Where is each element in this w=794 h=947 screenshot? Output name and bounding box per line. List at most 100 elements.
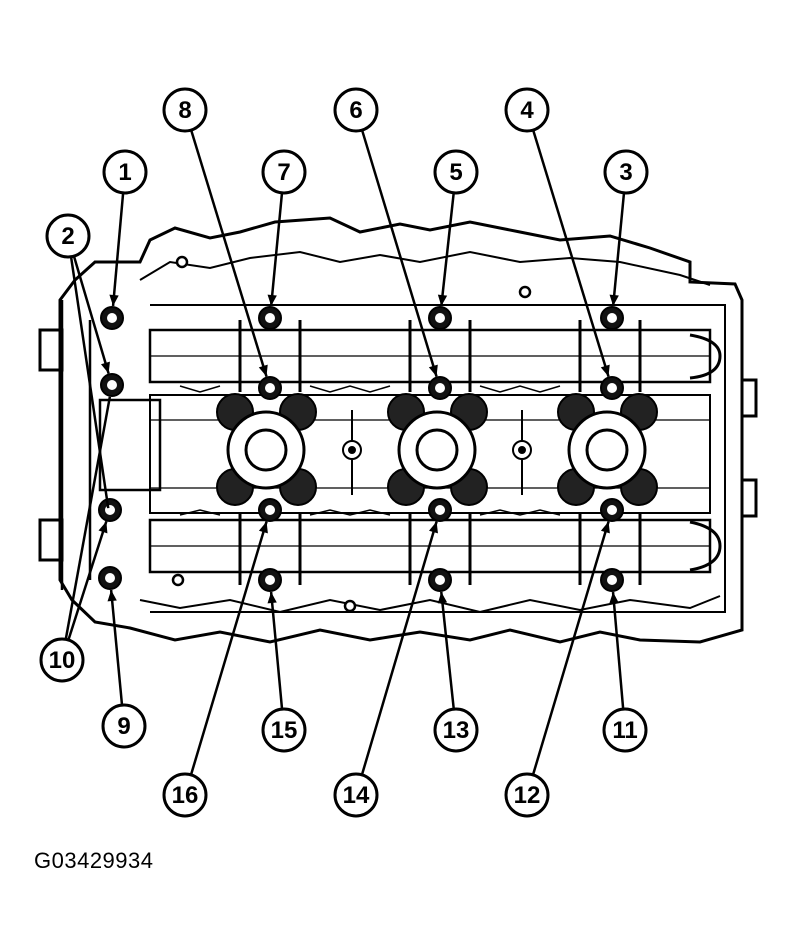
head-bolt-3 bbox=[600, 306, 624, 330]
leader-arrow-2 bbox=[100, 361, 110, 374]
leader-arrow-4 bbox=[600, 364, 610, 377]
callout-1: 1 bbox=[102, 149, 148, 195]
callout-number: 12 bbox=[514, 782, 541, 809]
figure-code: G03429934 bbox=[34, 848, 154, 873]
leader-line-10-b bbox=[64, 396, 112, 639]
leader-arrow-16 bbox=[258, 521, 268, 534]
leader-line-6 bbox=[361, 130, 438, 377]
leader-line-2 bbox=[73, 256, 110, 374]
callout-number: 1 bbox=[118, 159, 131, 186]
sprocket-housing bbox=[60, 300, 162, 590]
callout-number: 3 bbox=[619, 159, 632, 186]
callout-9: 9 bbox=[101, 703, 147, 749]
cluster-2 bbox=[387, 393, 488, 506]
callout-number: 11 bbox=[612, 717, 637, 744]
leader-arrow-10 bbox=[98, 521, 108, 534]
callout-4: 4 bbox=[504, 87, 550, 133]
cylinder-head bbox=[38, 216, 758, 644]
leader-arrow-14 bbox=[429, 521, 438, 534]
head-outline bbox=[58, 216, 744, 644]
callout-16: 16 bbox=[162, 772, 208, 818]
callout-number: 13 bbox=[443, 717, 470, 744]
leader-line-11 bbox=[611, 591, 625, 709]
leader-line-7 bbox=[269, 193, 284, 307]
callout-14: 14 bbox=[333, 772, 379, 818]
head-bolt-4 bbox=[600, 376, 624, 400]
callout-number: 16 bbox=[172, 782, 199, 809]
callout-number: 9 bbox=[117, 713, 130, 740]
leader-line-2-b bbox=[69, 257, 110, 509]
callout-12: 12 bbox=[504, 772, 550, 818]
head-bolt-16 bbox=[258, 498, 282, 522]
callout-5: 5 bbox=[433, 149, 479, 195]
callout-10: 10 bbox=[39, 637, 85, 683]
head-bolt-5 bbox=[428, 306, 452, 330]
head-bolt-11 bbox=[600, 568, 624, 592]
cluster-1 bbox=[216, 393, 317, 506]
callout-number: 10 bbox=[49, 647, 76, 674]
leader-arrow-13 bbox=[437, 591, 448, 604]
right-flange-top bbox=[740, 378, 758, 418]
head-bolt-14 bbox=[428, 498, 452, 522]
lower-casting-ridge bbox=[139, 595, 721, 614]
leader-line-10 bbox=[67, 521, 108, 640]
head-bolt-2 bbox=[100, 373, 124, 397]
right-flange-bottom bbox=[740, 478, 758, 518]
leader-line-15 bbox=[269, 591, 284, 709]
callout-6: 6 bbox=[333, 87, 379, 133]
callout-13: 13 bbox=[433, 707, 479, 753]
callout-number: 7 bbox=[277, 159, 290, 186]
head-bolt-9 bbox=[98, 566, 122, 590]
leader-arrow-1 bbox=[109, 294, 119, 307]
callout-number: 14 bbox=[343, 782, 370, 809]
leader-line-9 bbox=[109, 589, 124, 705]
leader-line-4 bbox=[532, 130, 610, 377]
head-inner-frame bbox=[150, 304, 726, 613]
leader-line-3 bbox=[611, 193, 626, 307]
leader-line-16 bbox=[190, 521, 268, 775]
callout-11: 11 bbox=[602, 707, 648, 753]
leader-line-5 bbox=[440, 193, 455, 307]
callout-leaders bbox=[64, 130, 626, 775]
leader-arrow-6 bbox=[428, 364, 438, 377]
leader-arrow-12 bbox=[600, 521, 610, 534]
callout-number: 15 bbox=[271, 717, 298, 744]
leader-arrow-3 bbox=[609, 294, 619, 307]
callout-number: 2 bbox=[61, 223, 74, 250]
head-bolts bbox=[98, 306, 624, 592]
callout-number: 8 bbox=[178, 97, 191, 124]
leader-arrow-11 bbox=[609, 591, 619, 604]
callout-7: 7 bbox=[261, 149, 307, 195]
head-bolt-1 bbox=[100, 306, 124, 330]
leader-arrow-9 bbox=[107, 589, 117, 602]
upper-cam-end bbox=[689, 333, 722, 380]
callout-8: 8 bbox=[162, 87, 208, 133]
head-bolt-15 bbox=[258, 568, 282, 592]
head-bolt-6 bbox=[428, 376, 452, 400]
leader-arrow-15 bbox=[267, 591, 277, 604]
leader-arrow-5 bbox=[437, 294, 448, 307]
head-bolt-10 bbox=[98, 498, 122, 522]
valley-sensors bbox=[342, 410, 532, 495]
leader-line-13 bbox=[440, 591, 455, 709]
callout-number: 6 bbox=[349, 97, 362, 124]
cluster-3 bbox=[557, 393, 658, 506]
leader-line-14 bbox=[361, 521, 438, 775]
leader-arrow-7 bbox=[267, 294, 277, 307]
spark-plug-clusters bbox=[216, 393, 658, 506]
leader-line-1 bbox=[111, 193, 125, 307]
callout-3: 3 bbox=[603, 149, 649, 195]
head-bolt-12 bbox=[600, 498, 624, 522]
leader-arrow-8 bbox=[258, 364, 268, 377]
casting-holes bbox=[171, 255, 532, 613]
lower-cam-end bbox=[689, 520, 722, 572]
head-bolt-13 bbox=[428, 568, 452, 592]
upper-casting-ridge bbox=[139, 250, 711, 286]
callout-number: 4 bbox=[520, 97, 534, 124]
leader-line-12 bbox=[532, 521, 610, 775]
callout-15: 15 bbox=[261, 707, 307, 753]
head-bolt-7 bbox=[258, 306, 282, 330]
leader-line-8 bbox=[190, 130, 268, 377]
callout-2: 2 bbox=[45, 213, 91, 259]
